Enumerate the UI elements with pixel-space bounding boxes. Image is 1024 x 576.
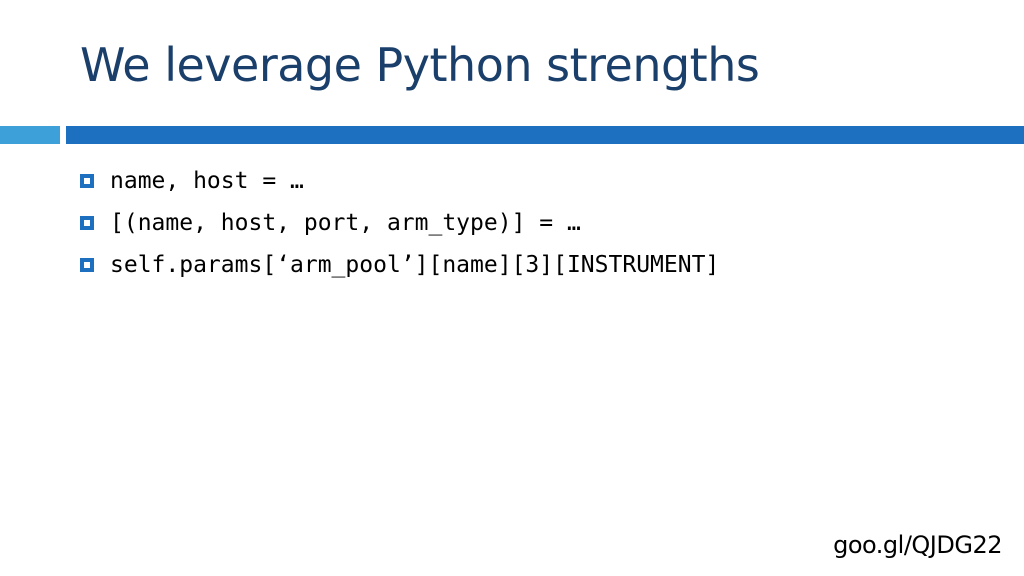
bullet-item: [(name, host, port, arm_type)] = … — [80, 202, 719, 244]
bullet-item: name, host = … — [80, 160, 719, 202]
bullet-item: self.params[‘arm_pool’][name][3][INSTRUM… — [80, 244, 719, 286]
slide-title: We leverage Python strengths — [80, 38, 760, 92]
square-bullet-icon — [80, 174, 94, 188]
bullet-text: self.params[‘arm_pool’][name][3][INSTRUM… — [110, 252, 720, 278]
bullet-text: name, host = … — [110, 168, 304, 194]
title-rule-right-segment — [66, 126, 1024, 144]
square-bullet-icon — [80, 216, 94, 230]
bullet-text: [(name, host, port, arm_type)] = … — [110, 210, 581, 236]
bullet-list: name, host = … [(name, host, port, arm_t… — [80, 160, 719, 286]
square-bullet-icon — [80, 258, 94, 272]
footer-short-link[interactable]: goo.gl/QJDG22 — [833, 531, 1002, 559]
title-rule-left-segment — [0, 126, 60, 144]
